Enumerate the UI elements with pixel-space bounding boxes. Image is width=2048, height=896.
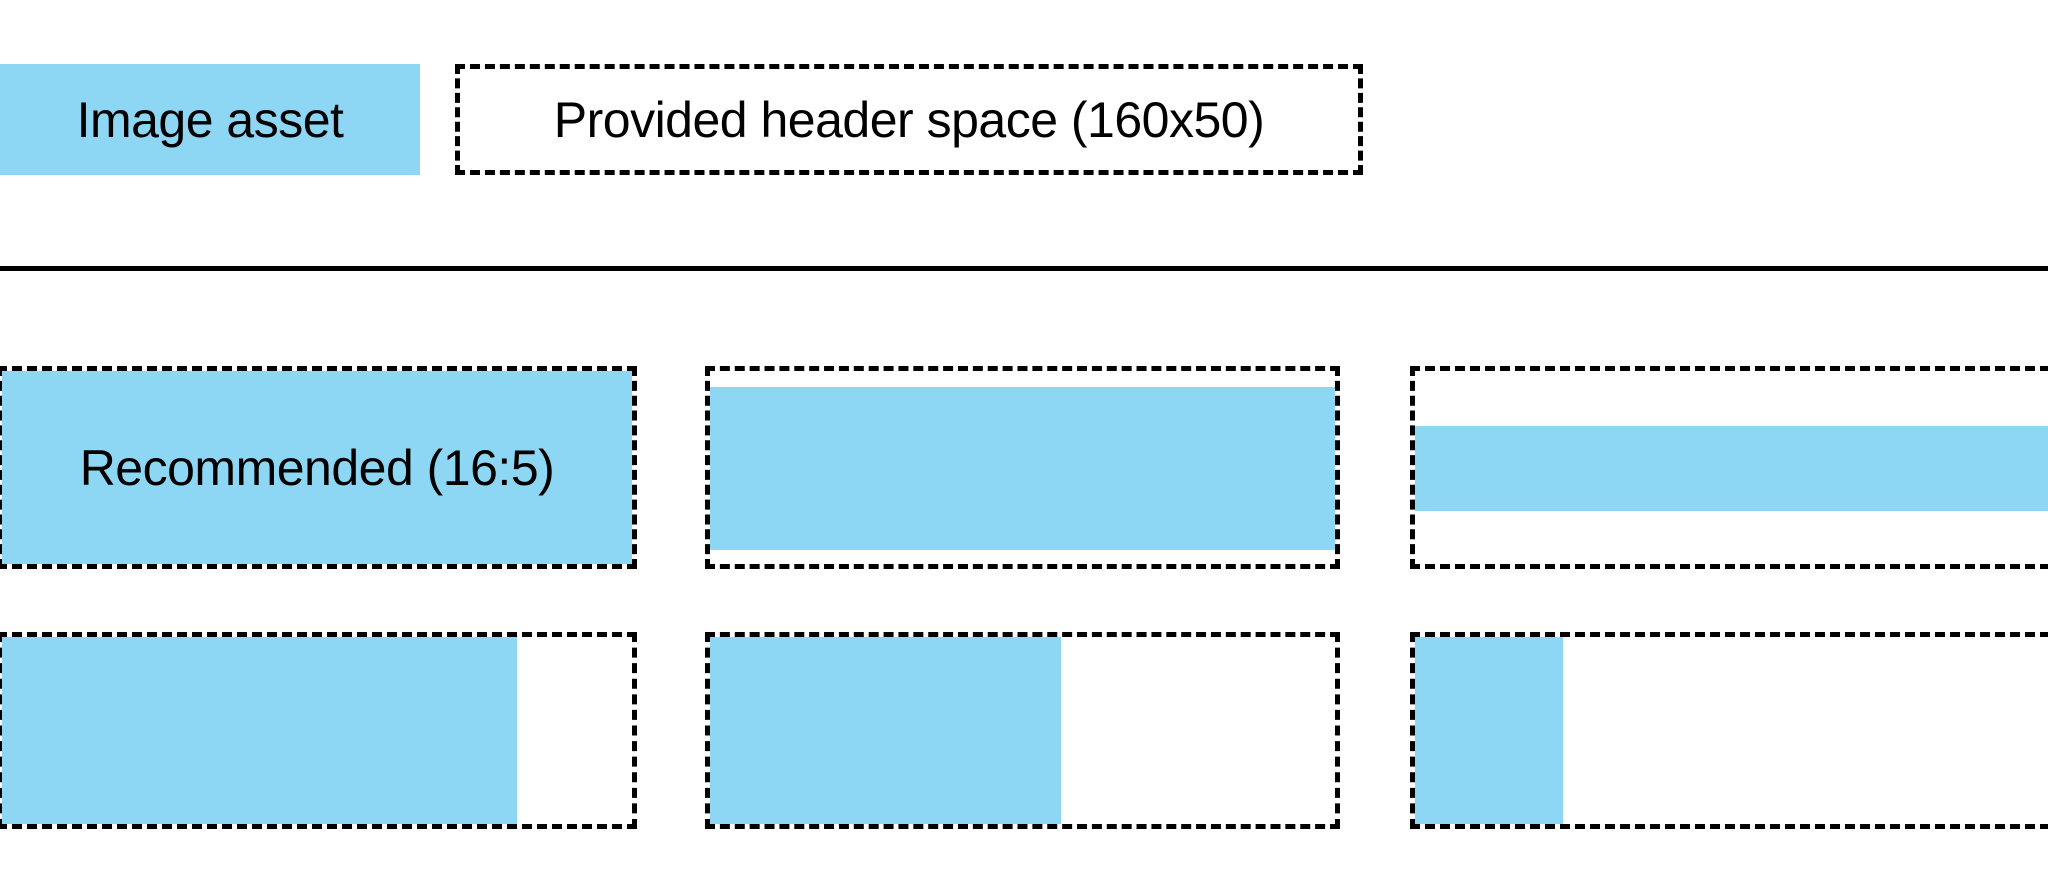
- header-space-cell-narrow-1: [0, 632, 637, 829]
- image-asset-fill: [1415, 637, 1563, 824]
- header-space-cell-wide-1: [705, 366, 1340, 569]
- header-space-label: Provided header space (160x50): [553, 91, 1265, 148]
- image-asset-fill: [710, 387, 1335, 550]
- header-space-cell-wide-2: [1410, 366, 2048, 569]
- image-asset-fill: [2, 637, 517, 824]
- image-asset-fill: [2, 371, 632, 564]
- image-asset-label: Image asset: [76, 91, 344, 148]
- image-asset-legend-swatch: Image asset: [0, 64, 420, 175]
- image-asset-fill: [1415, 426, 2048, 511]
- section-divider: [0, 266, 2048, 271]
- image-asset-fill: [710, 637, 1061, 824]
- recommended-label: Recommended (16:5): [79, 439, 555, 496]
- header-space-cell-narrow-2: [705, 632, 1340, 829]
- header-space-cell-narrow-3: [1410, 632, 2048, 829]
- header-space-cell-recommended: Recommended (16:5): [0, 366, 637, 569]
- header-space-legend-box: Provided header space (160x50): [455, 64, 1363, 175]
